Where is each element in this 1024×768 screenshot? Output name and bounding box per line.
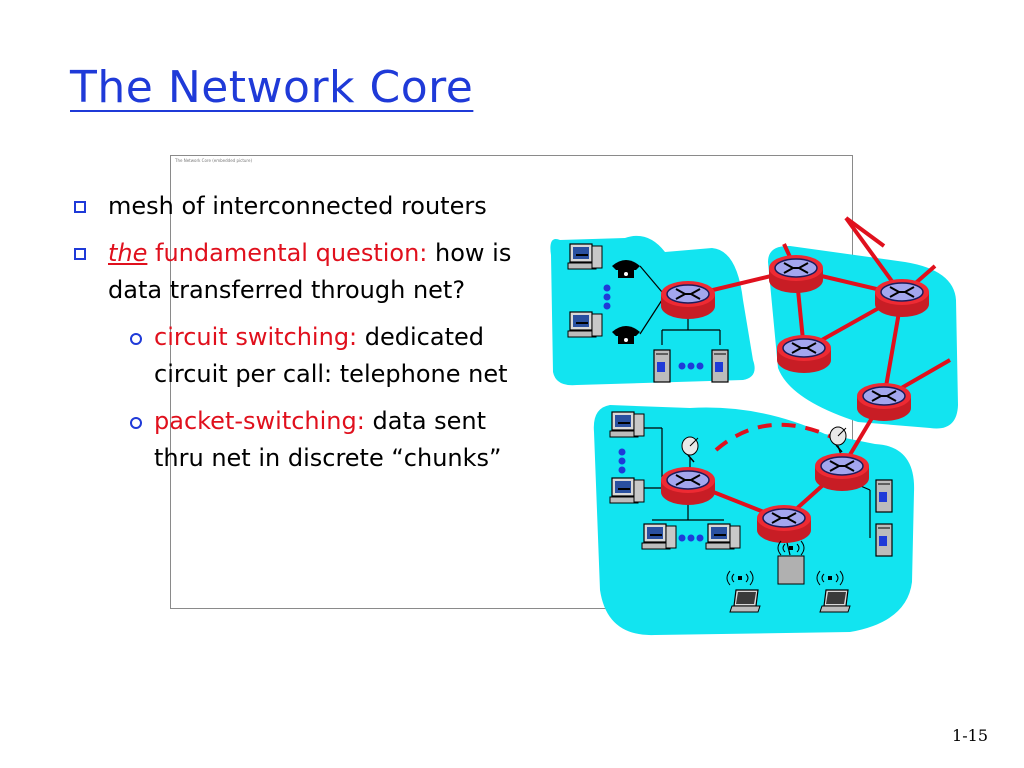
highlight-circuit-switching: circuit switching: <box>154 323 358 351</box>
router-icon <box>660 280 716 320</box>
embedded-picture-caption: The Network Core (embedded picture) <box>175 158 253 163</box>
sub-bullet-circuit-switching: circuit switching: dedicated circuit per… <box>70 319 540 393</box>
router-icon <box>874 278 930 318</box>
sub-bullet-text: dedicated circuit per call: telephone ne… <box>154 323 508 388</box>
server-icon <box>653 349 671 383</box>
server-icon <box>875 479 893 513</box>
ellipsis-dots <box>603 284 611 310</box>
router-icon <box>776 334 832 374</box>
sub-bullet-packet-switching: packet-switching: data sent thru net in … <box>70 403 540 477</box>
highlight-fundamental-question: fundamental question: <box>147 239 428 267</box>
sub-bullet-text: data sent thru net in discrete “chunks” <box>154 407 502 472</box>
computer-icon <box>567 311 603 338</box>
slide-title: The Network Core <box>70 62 474 113</box>
router-icon <box>756 504 812 544</box>
circle-bullet-icon <box>130 417 142 429</box>
highlight-packet-switching: packet-switching: <box>154 407 365 435</box>
router-icon <box>856 382 912 422</box>
server-icon <box>711 349 729 383</box>
bullet-text: mesh of interconnected routers <box>108 192 487 220</box>
wireless-base-station-icon <box>777 555 805 585</box>
router-icon <box>768 254 824 294</box>
bullet-fundamental-question: the fundamental question: how is data tr… <box>70 235 540 309</box>
computer-icon <box>609 477 645 504</box>
bullet-text: how is data transferred through net? <box>108 239 512 304</box>
computer-icon <box>567 243 603 270</box>
circle-bullet-icon <box>130 333 142 345</box>
square-bullet-icon <box>74 248 86 260</box>
bullet-list: mesh of interconnected routers the funda… <box>70 188 540 477</box>
access-network-cloud-top-left <box>550 235 755 386</box>
square-bullet-icon <box>74 201 86 213</box>
page-number: 1-15 <box>952 726 988 745</box>
router-icon <box>660 466 716 506</box>
server-icon <box>875 523 893 557</box>
computer-icon <box>609 411 645 438</box>
computer-icon <box>705 523 741 550</box>
highlight-the: the <box>108 239 148 267</box>
computer-icon <box>641 523 677 550</box>
router-icon <box>814 452 870 492</box>
bullet-mesh: mesh of interconnected routers <box>70 188 540 225</box>
